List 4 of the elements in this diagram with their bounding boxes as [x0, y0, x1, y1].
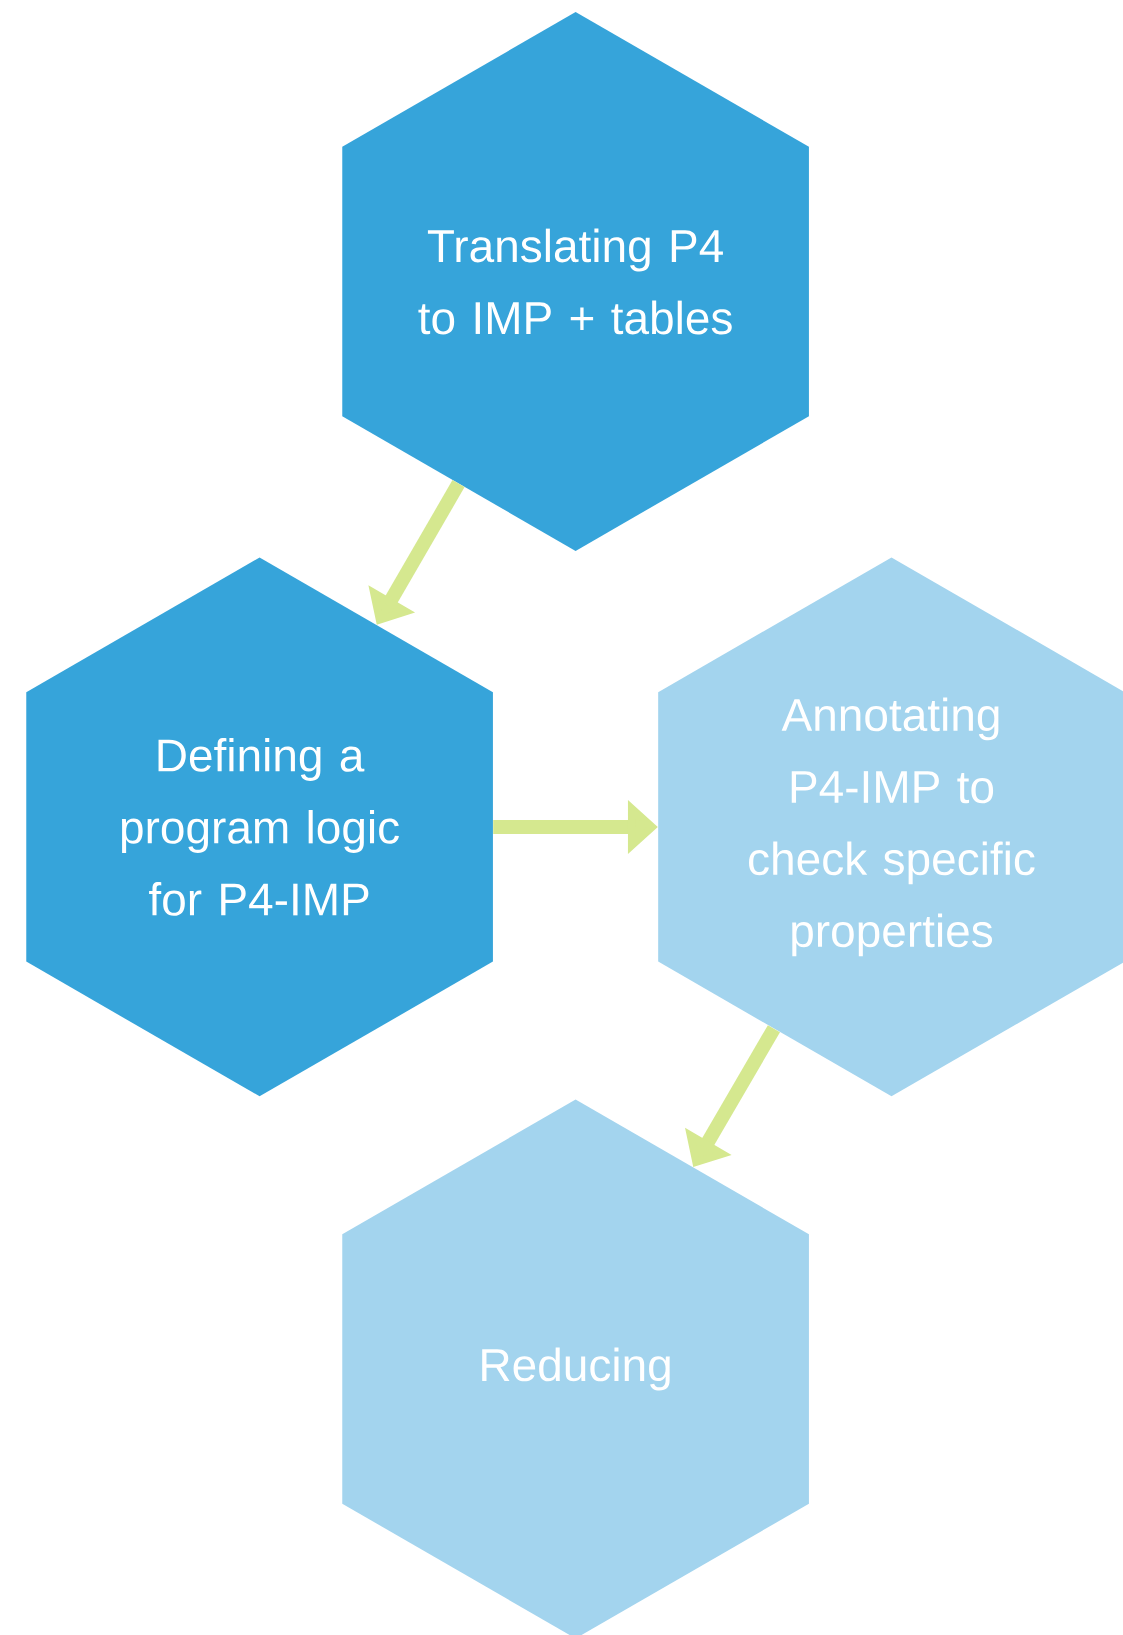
- hexagon-box: Defining a program logic for P4-IMP: [26, 557, 493, 1097]
- hexagon-box: Annotating P4-IMP to check specific properties: [658, 557, 1123, 1097]
- hexagon-box: Reducing: [342, 1099, 809, 1635]
- hexagon-box: Translating P4 to IMP + tables: [342, 12, 809, 551]
